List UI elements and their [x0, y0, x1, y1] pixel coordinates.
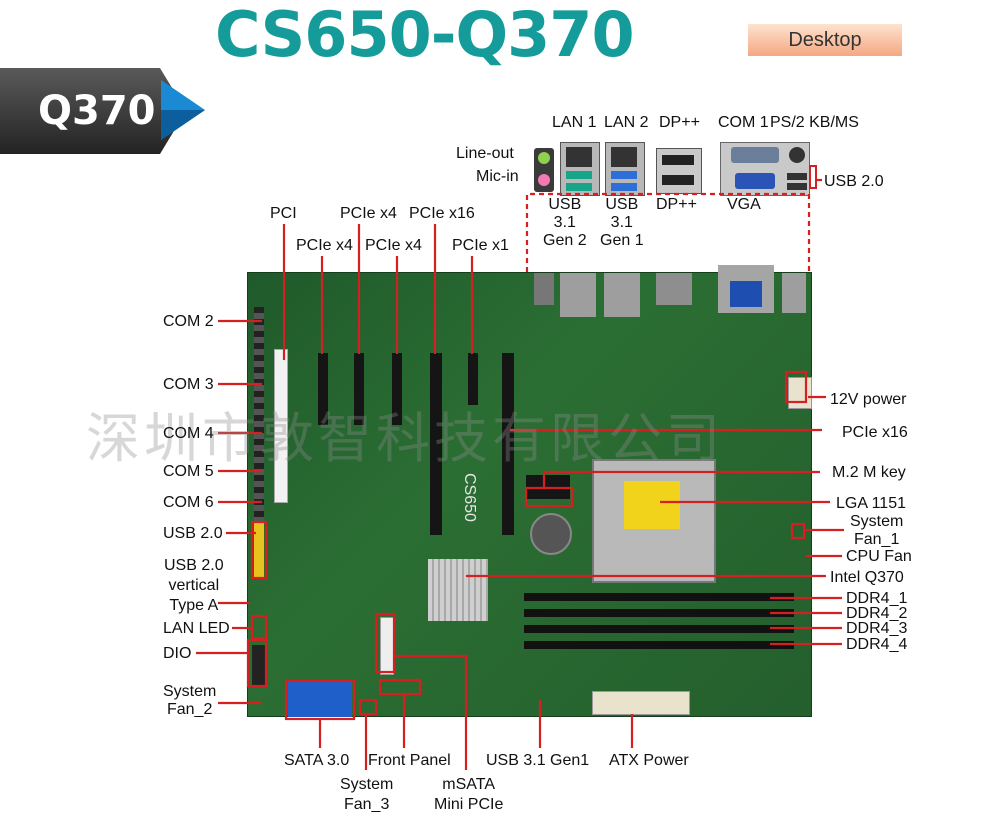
- usb-header-yellow: [254, 523, 264, 579]
- sata-ports: [288, 681, 352, 717]
- label-usb31-gen1: USB 3.1 Gen 1: [600, 196, 644, 249]
- label-lan1: LAN 1: [552, 114, 597, 131]
- chipset-banner: [0, 68, 186, 154]
- label-ddr4-4: DDR4_4: [846, 636, 908, 653]
- dimm-3: [524, 625, 794, 633]
- label-usb20-io: USB 2.0: [824, 173, 884, 190]
- 12v-power-connector: [788, 377, 812, 409]
- label-chipset: Intel Q370: [830, 569, 904, 586]
- pcie-x4-slot-3: [392, 353, 402, 425]
- label-ddr4-1: DDR4_1: [846, 590, 908, 607]
- label-com1: COM 1: [718, 114, 769, 131]
- lan1-usb31gen2-port: [560, 142, 600, 196]
- label-msata: mSATA Mini PCIe: [434, 776, 504, 813]
- pci-slot: [274, 349, 288, 503]
- dimm-4: [524, 641, 794, 649]
- pcie-x4-slot-1: [318, 353, 328, 425]
- label-12v-power: 12V power: [830, 391, 907, 408]
- audio-jacks: [534, 148, 554, 192]
- pcie-x4-slot-2: [354, 353, 364, 425]
- label-com4: COM 4: [163, 425, 214, 442]
- cmos-battery: [530, 513, 572, 555]
- label-dp-top: DP++: [659, 114, 700, 131]
- chipset-heatsink: [428, 559, 488, 621]
- label-vga: VGA: [727, 196, 761, 213]
- page-title: CS650-Q370: [215, 0, 635, 71]
- motherboard: CS650: [247, 265, 812, 717]
- label-usb20-vertical: USB 2.0 vertical Type A: [164, 557, 224, 614]
- label-ps2: PS/2 KB/MS: [770, 114, 859, 131]
- label-line-out: Line-out: [456, 145, 514, 162]
- pcie-x1-slot: [468, 353, 478, 405]
- label-sata: SATA 3.0: [284, 752, 350, 769]
- label-pcie-x4-b: PCIe x4: [365, 237, 422, 254]
- label-atx-power: ATX Power: [609, 752, 689, 769]
- banner-label: Q370: [38, 88, 156, 134]
- label-usb31-gen2: USB 3.1 Gen 2: [543, 196, 587, 249]
- label-lan2: LAN 2: [604, 114, 649, 131]
- label-pci: PCI: [270, 205, 297, 222]
- label-pcie-x4-a: PCIe x4: [296, 237, 353, 254]
- pcie-x16-slot-1: [430, 353, 442, 535]
- label-ddr4-2: DDR4_2: [846, 605, 908, 622]
- pcie-x16-slot-2: [502, 353, 514, 535]
- label-system-fan2: System Fan_2: [163, 683, 217, 718]
- label-pcie-x1: PCIe x1: [452, 237, 509, 254]
- atx-power-connector: [592, 691, 690, 715]
- label-m2: M.2 M key: [832, 464, 906, 481]
- arrow-shade: [161, 110, 205, 140]
- label-com5: COM 5: [163, 463, 214, 480]
- board-io-lan2: [604, 273, 640, 317]
- lan2-usb31gen1-port: [605, 142, 645, 196]
- dimm-1: [524, 593, 794, 601]
- label-front-panel: Front Panel: [368, 752, 451, 769]
- com1-vga-port: [720, 142, 810, 196]
- label-usb20-header: USB 2.0: [163, 525, 223, 542]
- label-com3: COM 3: [163, 376, 214, 393]
- label-cpu-fan: CPU Fan: [846, 548, 912, 565]
- label-system-fan1: System Fan_1: [850, 513, 904, 548]
- dio-header: [252, 645, 266, 685]
- label-ddr4-3: DDR4_3: [846, 620, 908, 637]
- label-pcie-x4-top: PCIe x4: [340, 205, 397, 222]
- label-mic-in: Mic-in: [476, 168, 519, 185]
- label-dio: DIO: [163, 645, 192, 662]
- cpu-socket: [592, 459, 716, 583]
- label-pcie-x16-top: PCIe x16: [409, 205, 475, 222]
- label-lga1151: LGA 1151: [836, 495, 906, 512]
- board-io-lan1: [560, 273, 596, 317]
- board-io-vga: [718, 265, 774, 313]
- label-com6: COM 6: [163, 494, 214, 511]
- label-dp-bottom: DP++: [656, 196, 697, 213]
- board-io-usb: [782, 273, 806, 313]
- desktop-badge: Desktop: [748, 24, 902, 56]
- label-com2: COM 2: [163, 313, 214, 330]
- label-pcie-x16: PCIe x16: [842, 424, 908, 441]
- board-io-audio: [534, 273, 554, 305]
- label-usb31-header: USB 3.1 Gen1: [486, 752, 590, 769]
- dp-ports: [656, 148, 702, 194]
- label-system-fan3: System Fan_3: [340, 776, 394, 813]
- board-io-dp: [656, 273, 692, 305]
- dimm-2: [524, 609, 794, 617]
- com-headers: [254, 307, 264, 527]
- label-lan-led: LAN LED: [163, 620, 230, 637]
- watermark: 深圳市敦智科技有限公司: [86, 407, 724, 470]
